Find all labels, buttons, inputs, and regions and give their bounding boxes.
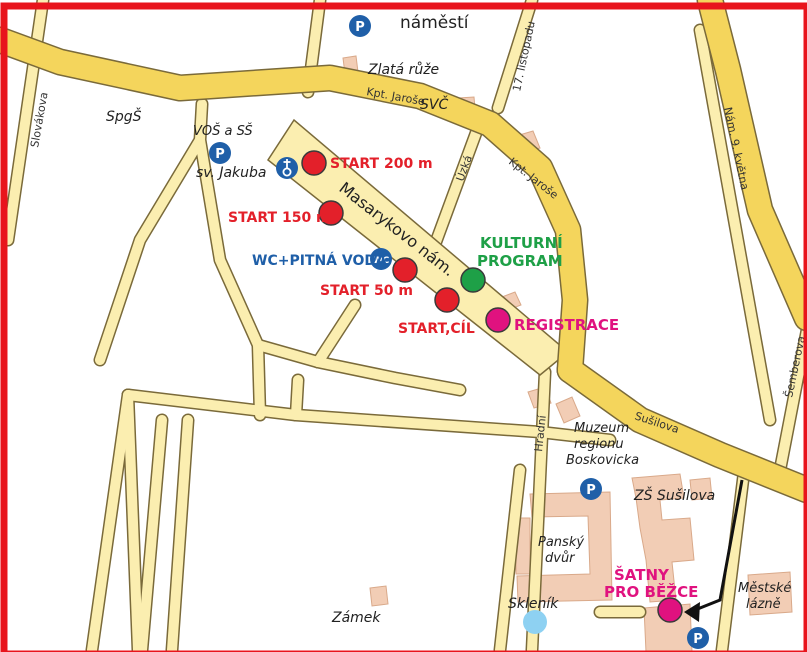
label-spgs: SpgŠ [106, 107, 142, 125]
label-satny-2: PRO BĚŽCE [604, 582, 698, 601]
label-mestske-2: lázně [746, 597, 781, 612]
label-zlata-ruze: Zlatá růže [367, 62, 439, 78]
registrace-marker [485, 307, 511, 333]
label-zs-susilova: ZŠ Sušilova [633, 486, 715, 504]
start-cil-marker [434, 287, 460, 313]
svg-text:P: P [215, 147, 225, 162]
parking-icon: P [580, 478, 602, 500]
satny-marker [657, 597, 683, 623]
label-mestske-1: Městské [738, 581, 791, 596]
parking-icon: P [687, 627, 709, 649]
label-muzeum-3: Boskovicka [566, 453, 639, 468]
label-zamek: Zámek [331, 610, 381, 626]
pond [523, 610, 547, 634]
label-start-200: START 200 m [330, 156, 433, 172]
label-muzeum-2: regionu [574, 437, 624, 452]
svg-text:P: P [693, 632, 703, 647]
label-registrace: REGISTRACE [514, 316, 619, 334]
label-start-cil: START,CÍL [398, 320, 475, 337]
event-markers [301, 150, 683, 623]
label-sv-jakuba: sv. Jakuba [196, 165, 267, 181]
label-muzeum-1: Muzeum [574, 421, 629, 436]
start-150-marker [318, 200, 344, 226]
arrow-icon [684, 479, 744, 622]
svg-text:P: P [355, 20, 365, 35]
label-kulturni-1: KULTURNÍ [480, 233, 563, 252]
svg-text:P: P [586, 483, 596, 498]
label-satny-1: ŠATNY [614, 565, 670, 584]
svg-text:WC: WC [373, 256, 390, 266]
label-wc-pitna-voda: WC+PITNÁ VODA [252, 252, 387, 269]
label-namesti: náměstí [400, 13, 470, 33]
start-50-marker [392, 257, 418, 283]
label-pansky-2: dvůr [545, 551, 576, 566]
label-vos-ss: VOŠ a SŠ [193, 123, 253, 139]
label-start-150: START 150 m [228, 210, 331, 226]
label-pansky-1: Panský [538, 535, 584, 550]
church-icon [276, 157, 298, 179]
street-hradni: Hradní [532, 414, 549, 453]
label-start-50: START 50 m [320, 283, 413, 299]
label-kulturni-2: PROGRAM [477, 252, 563, 270]
label-svc: SVČ [420, 95, 448, 113]
wc-icon: WC [370, 248, 392, 270]
parking-icon: P [349, 15, 371, 37]
main-roads [0, 0, 807, 504]
label-sklenik: Skleník [508, 596, 559, 612]
start-200-marker [301, 150, 327, 176]
kulturni-program-marker [460, 267, 486, 293]
parking-icon: P [209, 142, 231, 164]
